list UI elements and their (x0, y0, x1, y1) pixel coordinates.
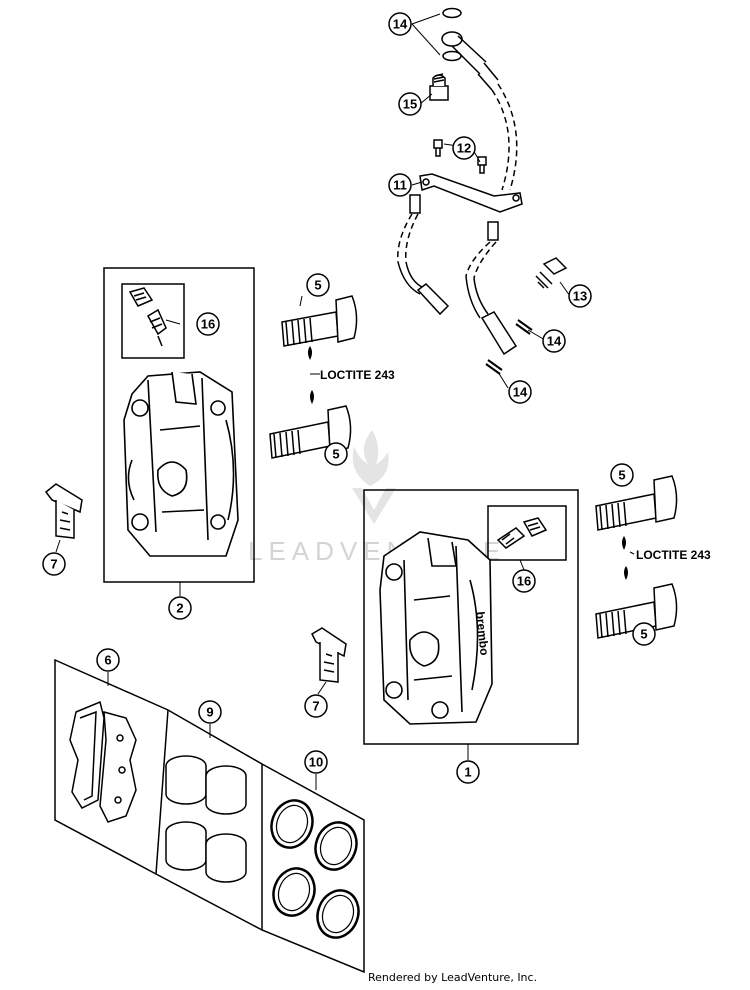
callout-5-b (324, 442, 348, 466)
pad-spring-7-left (44, 483, 83, 539)
bolt-5-upper-right (595, 475, 678, 531)
callout-2-text: 2 (176, 601, 183, 616)
callout-14-top (388, 12, 412, 36)
callout-13 (568, 284, 592, 308)
bolt-5-upper-left (281, 295, 358, 347)
pad-spring-7-right (311, 627, 347, 683)
callout-10-text: 10 (309, 755, 323, 770)
washer-top (442, 7, 462, 19)
bleeder-kit-16-box-right (487, 505, 567, 561)
callout-10 (304, 750, 328, 774)
caliper-2-box (103, 267, 255, 583)
callout-14-low-text: 14 (513, 385, 528, 400)
loctite-label-left: LOCTITE 243 (320, 368, 395, 382)
callout-5-d-text: 5 (640, 627, 647, 642)
callout-12-text: 12 (457, 141, 471, 156)
callout-7-left-text: 7 (50, 557, 57, 572)
caliper-1-box (363, 489, 579, 745)
callout-14-mid (542, 329, 566, 353)
caliper-1-body (379, 531, 493, 725)
callout-14-top-text: 14 (393, 17, 408, 32)
loctite-label-right: LOCTITE 243 (636, 548, 711, 562)
bleeder-valve-right (496, 517, 548, 549)
callout-5-c-text: 5 (618, 468, 625, 483)
bleeder-kit-16-box-left (121, 283, 185, 359)
brake-hose-group (397, 7, 568, 375)
callout-14-low (508, 380, 532, 404)
caliper-brand-text: brembo (473, 611, 492, 656)
callout-9-text: 9 (206, 705, 213, 720)
callout-6-text: 6 (104, 653, 111, 668)
callout-11-text: 11 (393, 178, 407, 193)
callouts (42, 12, 656, 784)
callout-6 (96, 648, 120, 672)
callout-16-left (196, 312, 220, 336)
callout-16-right (512, 569, 536, 593)
callout-16-left-text: 16 (201, 317, 215, 332)
callout-5-d (632, 622, 656, 646)
callout-2 (168, 596, 192, 620)
callout-15 (398, 92, 422, 116)
seal-rings-10 (270, 799, 360, 939)
callout-12 (452, 136, 476, 160)
callout-13-text: 13 (573, 289, 587, 304)
callout-1-text: 1 (464, 765, 471, 780)
brake-pads-6 (69, 700, 137, 823)
callout-14-mid-text: 14 (547, 334, 562, 349)
callout-5-c (610, 463, 634, 487)
callout-9 (198, 700, 222, 724)
callout-7-right-text: 7 (312, 699, 319, 714)
callout-16-right-text: 16 (517, 574, 531, 589)
banjo-eye (441, 31, 463, 47)
bleeder-valve-left (128, 287, 167, 347)
callout-7-left (42, 552, 66, 576)
callout-15-text: 15 (403, 97, 417, 112)
loctite-drops-right (622, 536, 628, 580)
callout-11 (388, 173, 412, 197)
callout-7-right (304, 694, 328, 718)
pistons-9 (165, 755, 247, 883)
caliper-2-body (123, 371, 239, 557)
kits-outline (54, 658, 365, 974)
loctite-drops-left (308, 346, 314, 404)
callout-5-a (306, 273, 330, 297)
credit-text: Rendered by LeadVenture, Inc. (368, 971, 537, 984)
callout-5-b-text: 5 (332, 447, 339, 462)
callout-5-a-text: 5 (314, 278, 321, 293)
callout-1 (456, 760, 480, 784)
